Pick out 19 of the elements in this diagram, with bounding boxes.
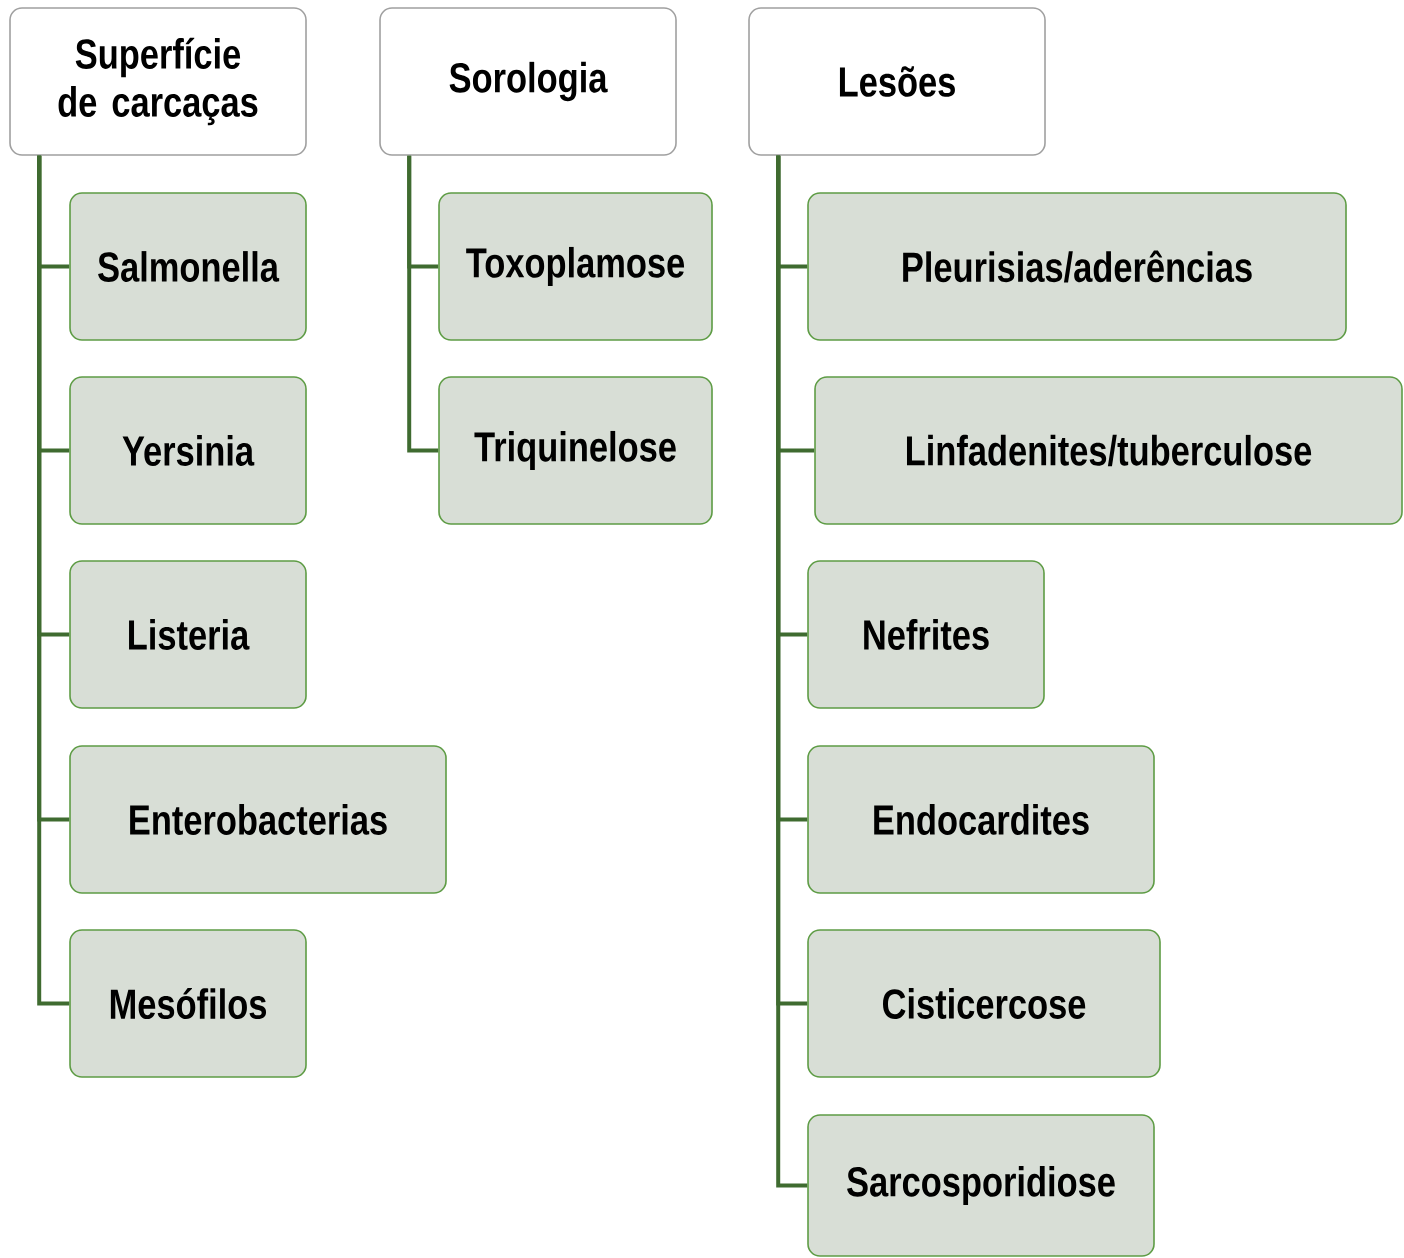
connector-line [407, 155, 439, 453]
item-box: Pleurisias/aderências [807, 192, 1347, 341]
category-box: Superfície de carcaças [9, 7, 307, 156]
item-box: Salmonella [69, 192, 307, 341]
category-box: Lesões [748, 7, 1046, 156]
item-box: Yersinia [69, 376, 307, 525]
item-box: Triquinelose [438, 376, 713, 525]
item-box: Cisticercose [807, 929, 1161, 1078]
item-box: Listeria [69, 560, 307, 709]
item-box: Nefrites [807, 560, 1045, 709]
item-box: Sarcosporidiose [807, 1114, 1155, 1257]
item-box: Endocardites [807, 745, 1155, 894]
item-box: Linfadenites/tuberculose [814, 376, 1403, 525]
item-box: Enterobacterias [69, 745, 447, 894]
item-box: Toxoplamose [438, 192, 713, 341]
connector-line [37, 155, 70, 1006]
connector-line [776, 155, 808, 1188]
item-box: Mesófilos [69, 929, 307, 1078]
category-box: Sorologia [379, 7, 677, 156]
